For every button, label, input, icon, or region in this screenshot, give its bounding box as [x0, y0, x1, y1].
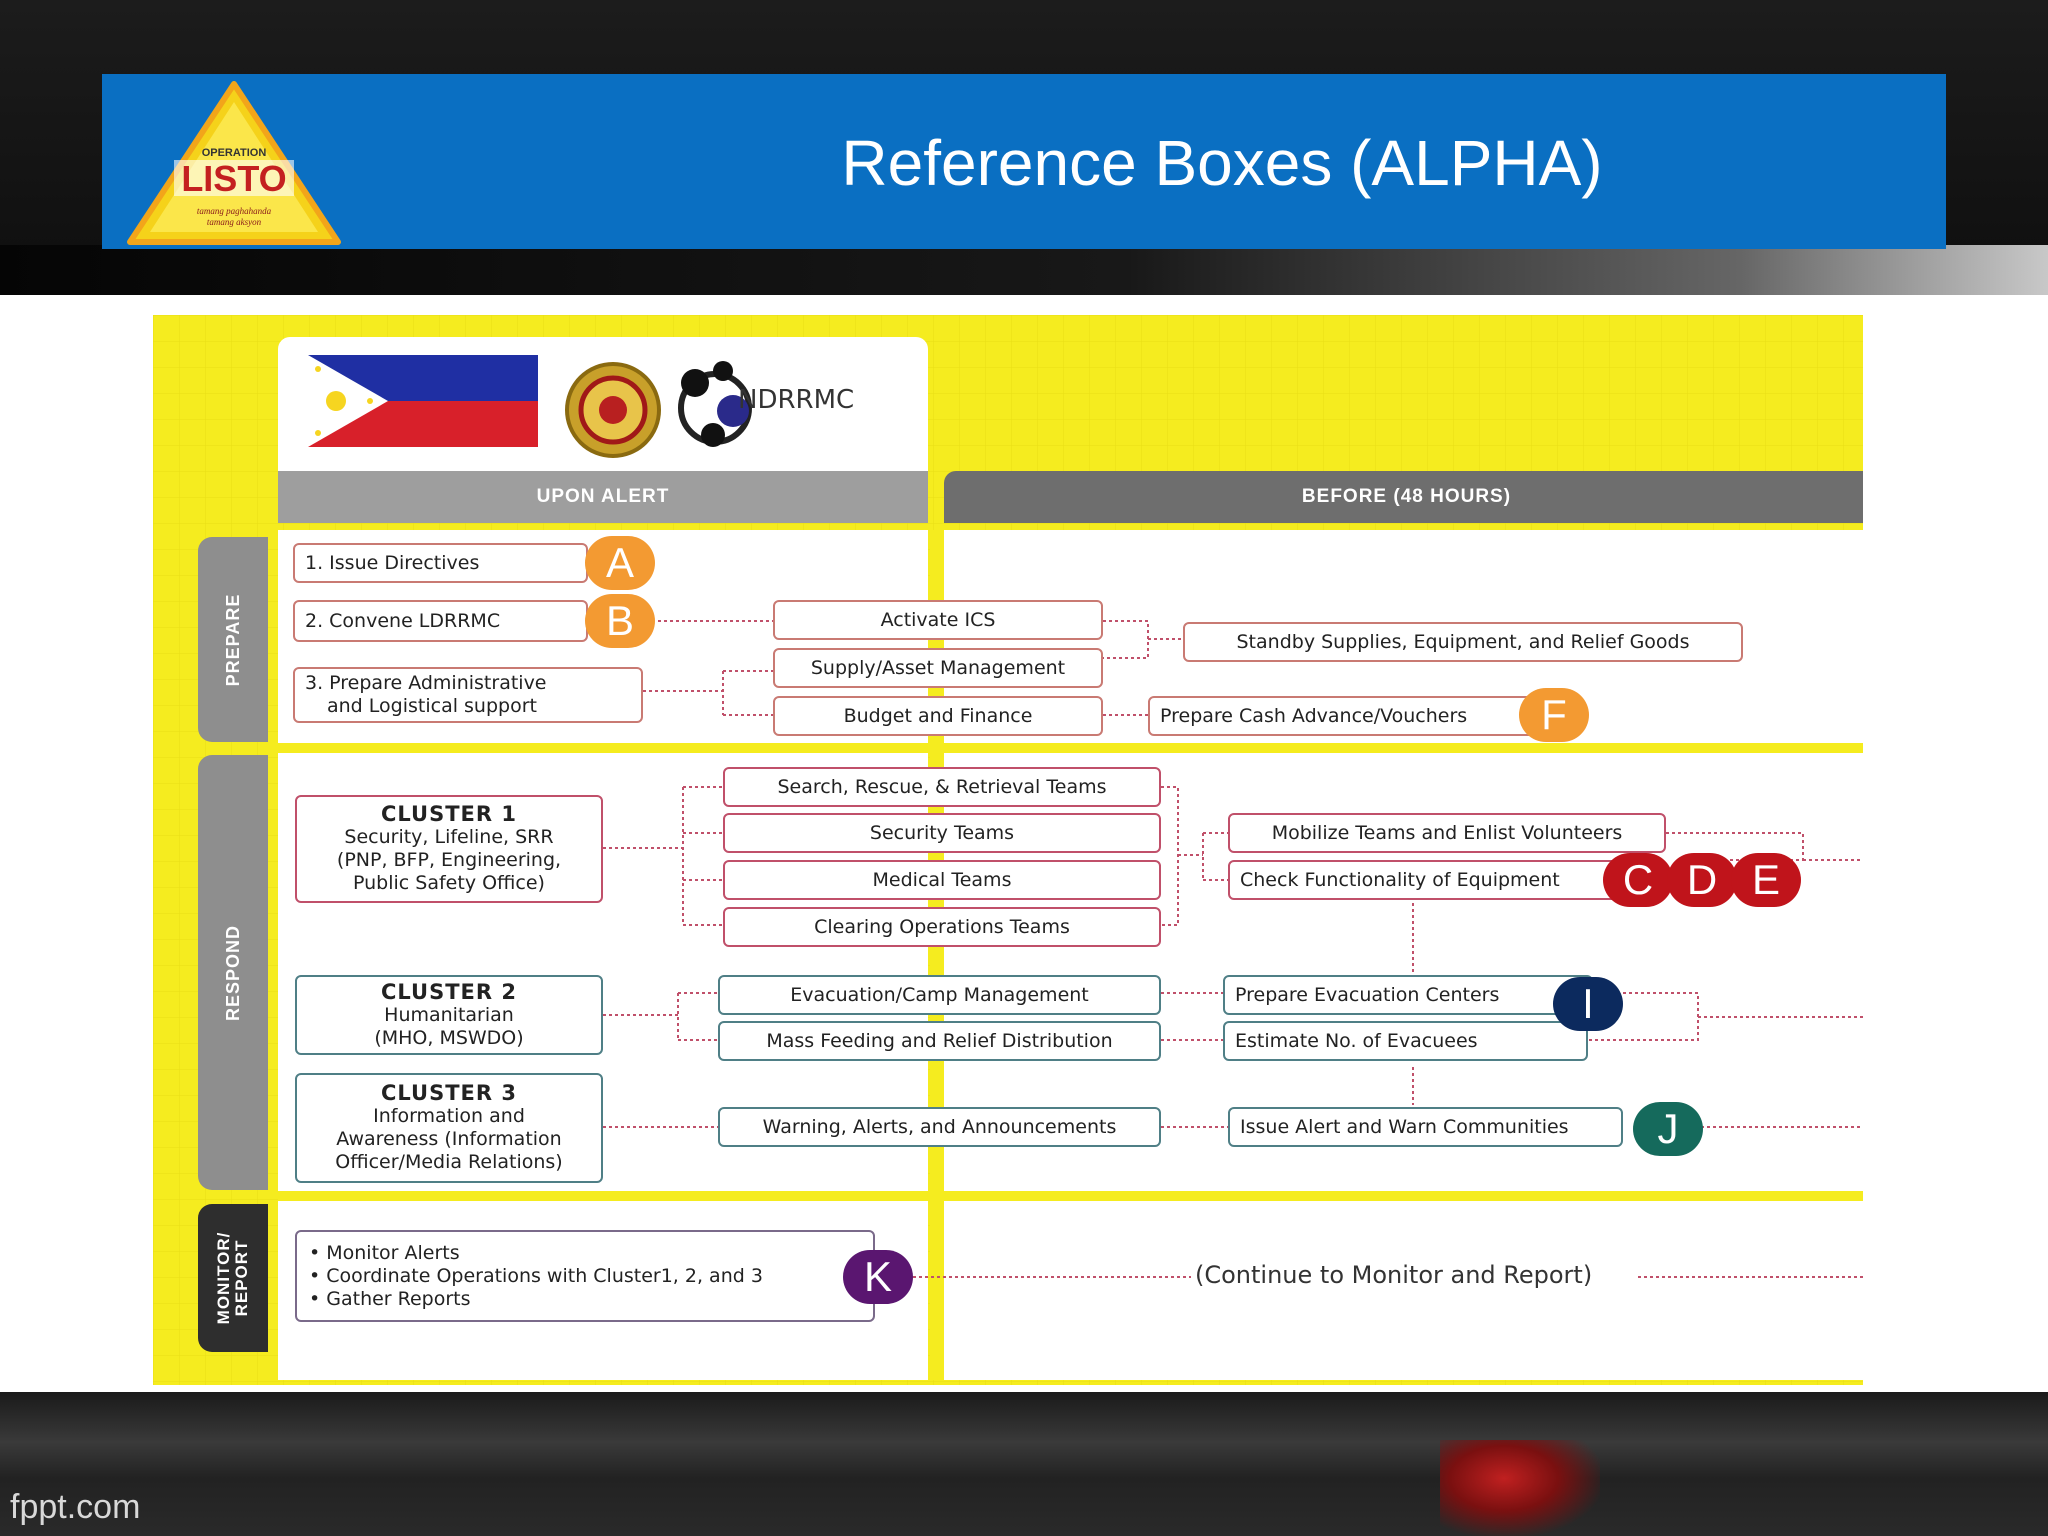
- svg-text:tamang aksyon: tamang aksyon: [207, 217, 262, 227]
- header-upon-alert: UPON ALERT: [278, 471, 928, 523]
- svg-text:OPERATION: OPERATION: [202, 147, 267, 159]
- monitor-report-box: • Monitor Alerts • Coordinate Operations…: [295, 1230, 875, 1322]
- cluster-1-box: CLUSTER 1 Security, Lifeline, SRR (PNP, …: [295, 795, 603, 903]
- reference-badge-j[interactable]: J: [1633, 1102, 1703, 1156]
- reference-badge-c[interactable]: C: [1603, 853, 1673, 907]
- reference-badge-a[interactable]: A: [585, 536, 655, 590]
- cluster-3-box: CLUSTER 3 Information and Awareness (Inf…: [295, 1073, 603, 1183]
- team-box: Medical Teams: [723, 860, 1161, 900]
- budget-finance-box: Budget and Finance: [773, 696, 1103, 736]
- band-monitor-report: MONITOR/REPORT: [198, 1204, 268, 1352]
- warning-alerts-box: Warning, Alerts, and Announcements: [718, 1107, 1161, 1147]
- mobilize-teams-box: Mobilize Teams and Enlist Volunteers: [1228, 813, 1666, 853]
- section-divider: [278, 743, 1863, 753]
- seal-icon: [565, 362, 661, 458]
- estimate-evacuees-box: Estimate No. of Evacuees: [1223, 1021, 1588, 1061]
- band-prepare: PREPARE: [198, 537, 268, 742]
- cash-advance-box: Prepare Cash Advance/Vouchers: [1148, 696, 1543, 736]
- reference-diagram: NDRRMC UPON ALERT BEFORE (48 HOURS) PREP…: [153, 315, 1863, 1385]
- mass-feeding-box: Mass Feeding and Relief Distribution: [718, 1021, 1161, 1061]
- issue-alert-box: Issue Alert and Warn Communities: [1228, 1107, 1623, 1147]
- philippine-flag-icon: [308, 355, 538, 447]
- continue-monitor-label: (Continue to Monitor and Report): [1193, 1261, 1595, 1289]
- section-divider: [278, 1191, 1863, 1201]
- connector-lines: [603, 620, 1863, 1278]
- prepare-admin-box: 3. Prepare Administrative and Logistical…: [293, 667, 643, 723]
- reference-badge-k[interactable]: K: [843, 1250, 913, 1304]
- reference-badge-f[interactable]: F: [1519, 688, 1589, 742]
- ndrrmc-label: NDRRMC: [738, 385, 855, 415]
- issue-directives-box: 1. Issue Directives: [293, 543, 588, 583]
- standby-supplies-box: Standby Supplies, Equipment, and Relief …: [1183, 622, 1743, 662]
- reference-badge-d[interactable]: D: [1667, 853, 1737, 907]
- ndrrmc-logo-icon: [678, 361, 752, 447]
- background-decoration: [1440, 1440, 1600, 1536]
- footer-credit: fppt.com: [10, 1488, 141, 1526]
- activate-ics-box: Activate ICS: [773, 600, 1103, 640]
- band-respond: RESPOND: [198, 755, 268, 1190]
- column-divider: [930, 530, 944, 1380]
- title-bar: Reference Boxes (ALPHA): [102, 74, 1946, 249]
- team-box: Security Teams: [723, 813, 1161, 853]
- team-box: Search, Rescue, & Retrieval Teams: [723, 767, 1161, 807]
- svg-text:LISTO: LISTO: [181, 158, 286, 199]
- prepare-evac-centers-box: Prepare Evacuation Centers: [1223, 975, 1593, 1015]
- background-bottom: [0, 1392, 2048, 1536]
- operation-listo-logo: OPERATION LISTO tamang paghahanda tamang…: [120, 76, 348, 248]
- slide-title: Reference Boxes (ALPHA): [841, 127, 1603, 199]
- reference-badge-b[interactable]: B: [585, 594, 655, 648]
- supply-asset-box: Supply/Asset Management: [773, 648, 1103, 688]
- header-before-48h: BEFORE (48 HOURS): [944, 471, 1863, 523]
- reference-badge-i[interactable]: I: [1553, 977, 1623, 1031]
- cluster-2-box: CLUSTER 2 Humanitarian (MHO, MSWDO): [295, 975, 603, 1055]
- team-box: Clearing Operations Teams: [723, 907, 1161, 947]
- background-shine: [0, 245, 2048, 295]
- reference-badge-e[interactable]: E: [1731, 853, 1801, 907]
- svg-text:tamang paghahanda: tamang paghahanda: [197, 206, 272, 216]
- convene-ldrrmc-box: 2. Convene LDRRMC: [293, 600, 588, 642]
- evacuation-camp-box: Evacuation/Camp Management: [718, 975, 1161, 1015]
- check-equipment-box: Check Functionality of Equipment: [1228, 860, 1628, 900]
